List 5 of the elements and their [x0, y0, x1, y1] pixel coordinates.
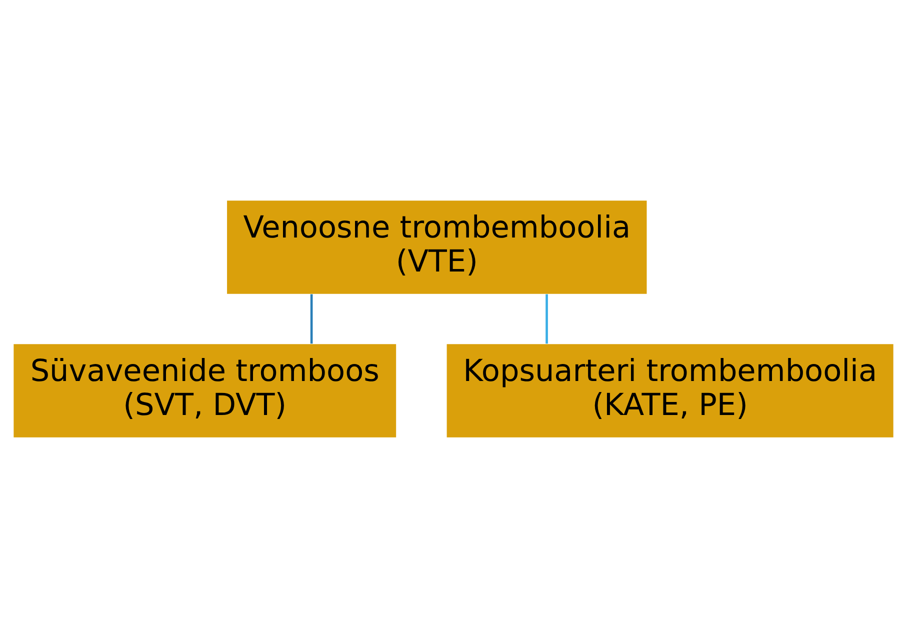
- connector: [546, 294, 548, 344]
- connector: [310, 294, 313, 344]
- node-box: Süvaveenide tromboos (SVT, DVT): [14, 344, 396, 437]
- node-box: Venoosne trombemboolia (VTE): [227, 200, 647, 294]
- node-box: Kopsuarteri trombemboolia (KATE, PE): [446, 344, 894, 437]
